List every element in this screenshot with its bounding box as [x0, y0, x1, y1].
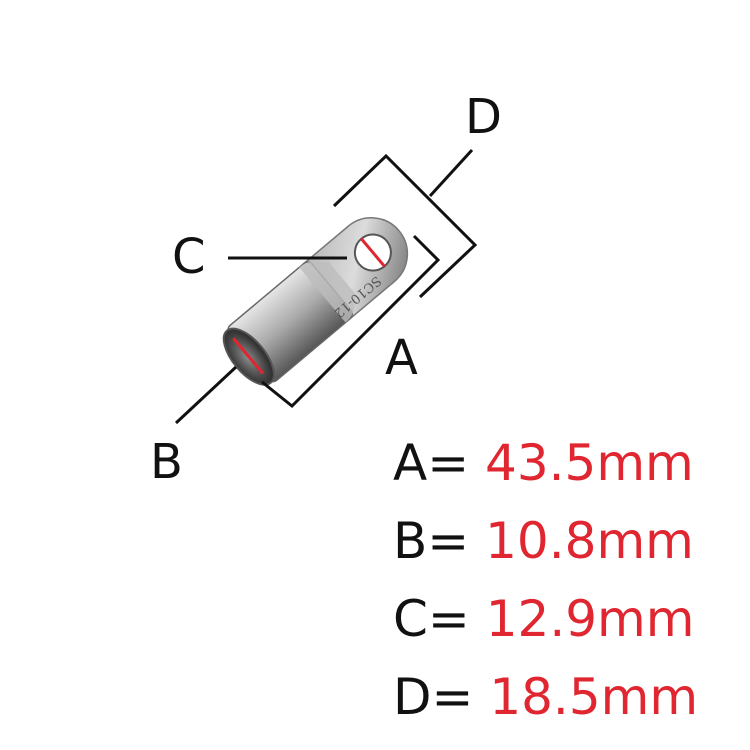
spec-row-d: D= 18.5mm	[393, 672, 698, 722]
spec-key: D=	[393, 668, 474, 726]
spec-value: 12.9mm	[485, 590, 695, 648]
spec-value: 10.8mm	[485, 512, 694, 570]
lug-neck	[299, 261, 357, 323]
spec-row-a: A= 43.5mm	[393, 438, 694, 488]
cable-lug: SC10-12	[222, 217, 409, 386]
spec-key: A=	[393, 434, 470, 492]
spec-value: 18.5mm	[489, 668, 699, 726]
bore-diameter-mark	[232, 337, 265, 375]
callout-d-label: D	[465, 89, 502, 145]
spec-row-c: C= 12.9mm	[393, 594, 694, 644]
spec-value: 43.5mm	[485, 434, 694, 492]
spec-key: B=	[393, 512, 470, 570]
dimension-a-bracket	[261, 234, 441, 409]
callout-a-label: A	[385, 330, 418, 386]
callout-c-label: C	[172, 229, 206, 285]
spec-key: C=	[393, 590, 470, 648]
leader-line-b	[174, 365, 238, 425]
dimension-d-bracket	[332, 148, 478, 299]
hole-diameter-mark	[360, 237, 386, 268]
callout-b-label: B	[150, 434, 183, 490]
spec-row-b: B= 10.8mm	[393, 516, 694, 566]
